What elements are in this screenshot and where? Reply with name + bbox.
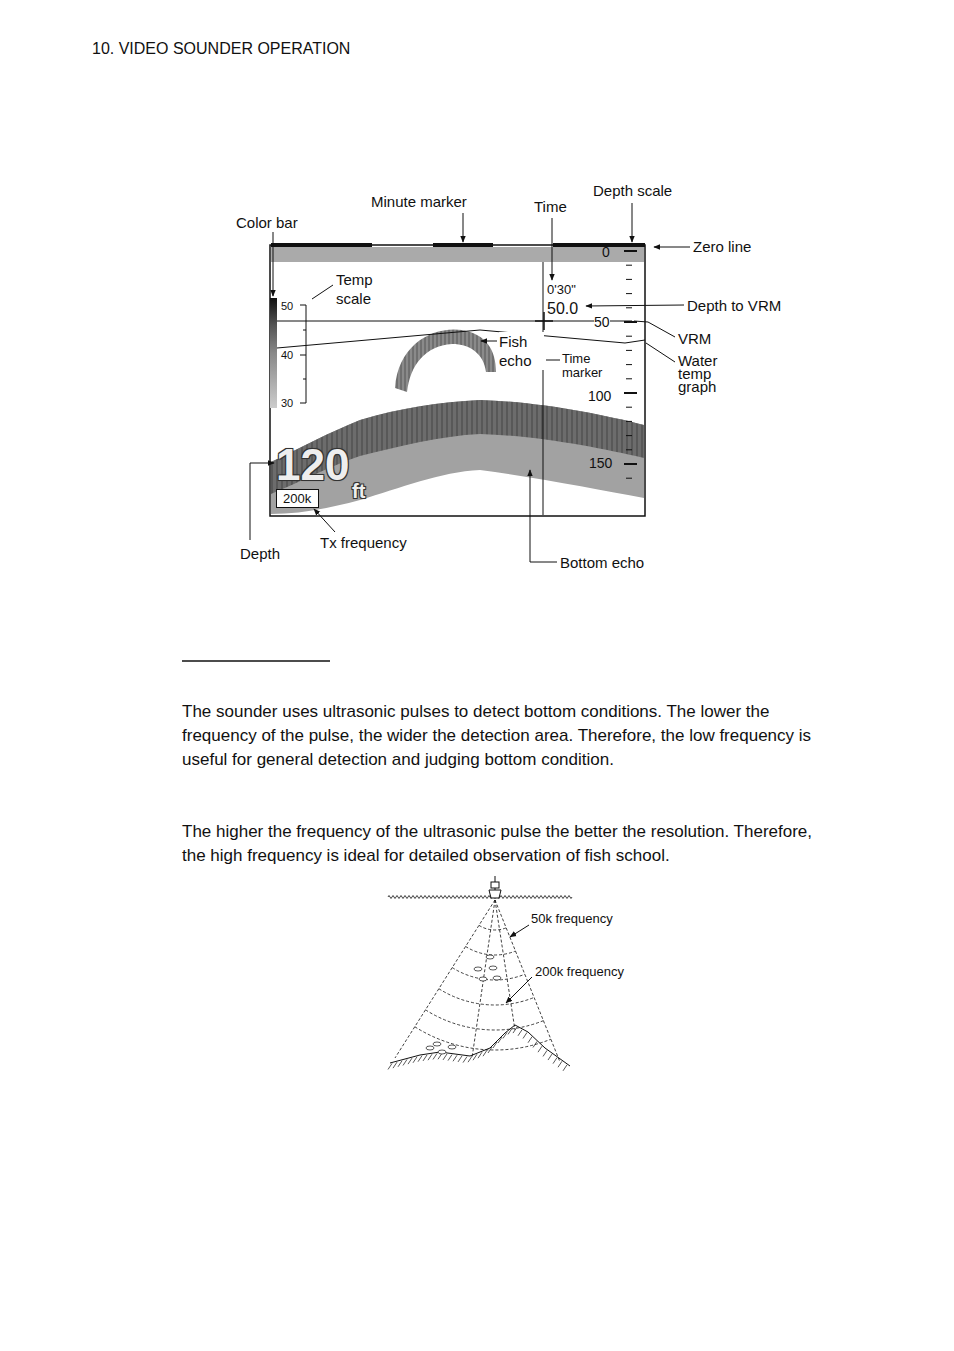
callout-label: Bottom echo	[560, 554, 644, 571]
callout-label: Tx frequency	[320, 534, 407, 551]
callout-label: VRM	[678, 330, 711, 347]
callout-label: Depth scale	[593, 182, 672, 199]
depth-value: 150	[589, 455, 612, 471]
depth-readout: 120	[276, 440, 349, 491]
callout-label: Zero line	[693, 238, 751, 255]
vrm-depth-readout: 50.0	[547, 300, 578, 318]
callout-label: Minute marker	[371, 193, 467, 210]
depth-value: 0	[602, 244, 610, 260]
temp-value: 50	[281, 300, 293, 313]
temp-value: 30	[281, 397, 293, 410]
body-paragraph: The sounder uses ultrasonic pulses to de…	[182, 700, 832, 772]
depth-value: 50	[594, 314, 610, 330]
body-paragraph: The higher the frequency of the ultrason…	[182, 820, 832, 868]
callout-label: 200k frequency	[535, 965, 624, 980]
callout-label: Time marker	[562, 352, 622, 380]
callout-label: Depth to VRM	[687, 297, 781, 314]
callout-label: Water temp graph	[678, 354, 728, 393]
depth-value: 100	[588, 388, 611, 404]
temp-value: 40	[281, 349, 293, 362]
callout-label: Color bar	[236, 214, 298, 231]
depth-unit: ft	[352, 480, 365, 503]
callout-label: Depth	[240, 545, 280, 562]
callout-label: 50k frequency	[531, 912, 613, 927]
callout-label: Temp scale	[336, 270, 386, 308]
frequency-value: 200k	[283, 491, 311, 506]
page-header: 10. VIDEO SOUNDER OPERATION	[92, 40, 350, 58]
callout-label: Fish echo	[499, 332, 544, 370]
frequency-box: 200k	[276, 489, 319, 508]
callout-label: Time	[534, 198, 567, 215]
time-readout: 0'30"	[547, 283, 576, 298]
